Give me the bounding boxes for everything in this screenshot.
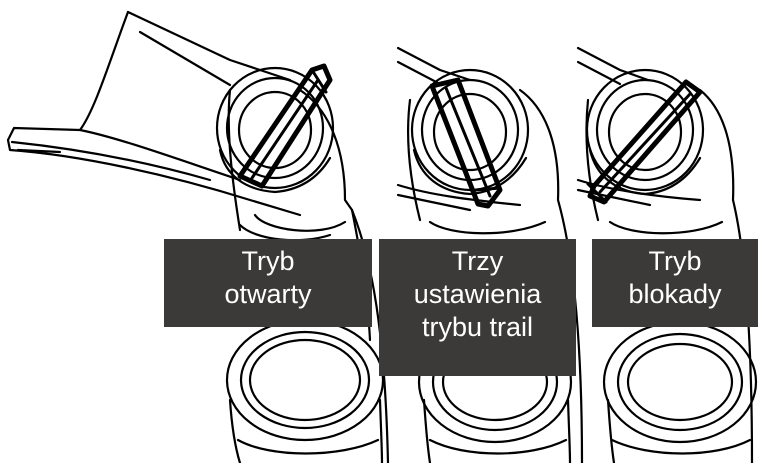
open-mode-label: Tryb otwarty — [164, 239, 372, 327]
open-mode-label-line1: Tryb — [164, 245, 372, 278]
trail-mode-label-line2: ustawienia — [379, 278, 576, 311]
trail-mode-label-line1: Trzy — [379, 245, 576, 278]
lock-mode-label-line1: Tryb — [592, 245, 758, 278]
open-mode-label-line2: otwarty — [164, 278, 372, 311]
lock-mode-label-line2: blokady — [592, 278, 758, 311]
lock-mode-label: Tryb blokady — [592, 239, 758, 327]
trail-mode-label-line3: trybu trail — [379, 311, 576, 344]
trail-mode-label: Trzy ustawienia trybu trail — [379, 239, 576, 376]
bottle-open-mode-drawing — [8, 12, 388, 463]
